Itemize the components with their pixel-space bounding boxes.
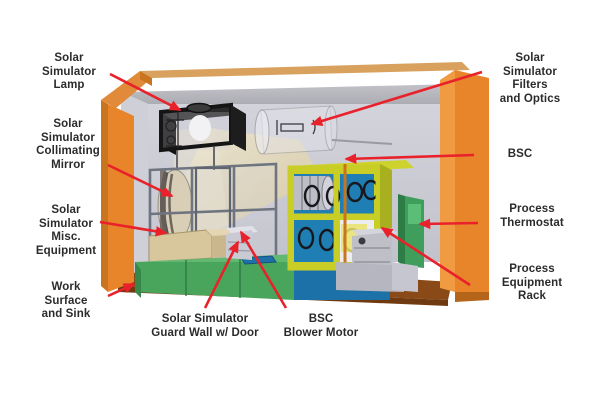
bsc-panel-lower-left <box>294 220 334 262</box>
right-wall-orange-shadow <box>455 292 489 302</box>
label-solar-simulator-misc-equipment: Solar Simulator Misc. Equipment <box>35 204 97 257</box>
solar-simulator-lamp-assembly <box>159 102 246 170</box>
label-bsc-blower-motor: BSC Blower Motor <box>283 313 359 339</box>
bsc-frame <box>287 165 381 271</box>
label-solar-simulator-lamp: Solar Simulator Lamp <box>42 52 96 91</box>
floor-equipment-misc <box>336 262 418 292</box>
leader-misc-equipment <box>99 220 168 237</box>
left-roof-beam-orange-dark <box>140 71 152 86</box>
leader-process-thermostat <box>418 218 479 230</box>
leader-process-equipment-rack <box>380 226 471 287</box>
ceiling-top-slab <box>140 62 470 78</box>
leader-collimating-mirror <box>107 163 174 198</box>
label-work-surface-and-sink: Work Surface and Sink <box>41 281 91 320</box>
left-wall-orange <box>108 104 134 292</box>
leader-work-surface-and-sink <box>107 282 136 298</box>
solar-simulator-filters-and-optics <box>254 105 393 155</box>
label-process-equipment-rack: Process Equipment Rack <box>501 263 563 302</box>
leader-bsc-blower-motor <box>239 230 288 309</box>
leader-lines <box>99 70 483 309</box>
bench-seam-lines <box>185 257 241 298</box>
left-wall-orange-shade <box>101 100 108 292</box>
lamp-top-vent <box>186 102 212 114</box>
ceiling-plane <box>121 84 458 104</box>
bench-green-front <box>135 262 296 300</box>
label-process-thermostat: Process Thermostat <box>500 203 564 229</box>
label-solar-simulator-collimating-mirror: Solar Simulator Collimating Mirror <box>36 118 100 171</box>
label-bsc: BSC <box>507 148 533 160</box>
process-thermostat <box>398 194 424 268</box>
lamp-housing-top <box>161 105 246 121</box>
bench-green-side <box>135 262 141 298</box>
right-wall-orange-edge <box>440 70 455 292</box>
right-wall-orange <box>455 70 489 292</box>
leader-filters-and-optics <box>310 70 483 127</box>
lamp-housing-side <box>231 105 246 151</box>
left-roof-beam-orange <box>101 71 152 108</box>
optics-support-rail <box>331 139 393 145</box>
lamp-bulb <box>189 115 211 141</box>
label-solar-simulator-guard-wall: Solar Simulator Guard Wall w/ Door <box>151 313 259 339</box>
leader-solar-simulator-lamp <box>109 72 182 112</box>
leader-guard-wall <box>203 240 240 309</box>
leader-bsc <box>344 153 475 164</box>
label-solar-simulator-filters-and-optics: Solar Simulator Filters and Optics <box>499 52 561 105</box>
lamp-internal-mechanism <box>165 112 184 148</box>
